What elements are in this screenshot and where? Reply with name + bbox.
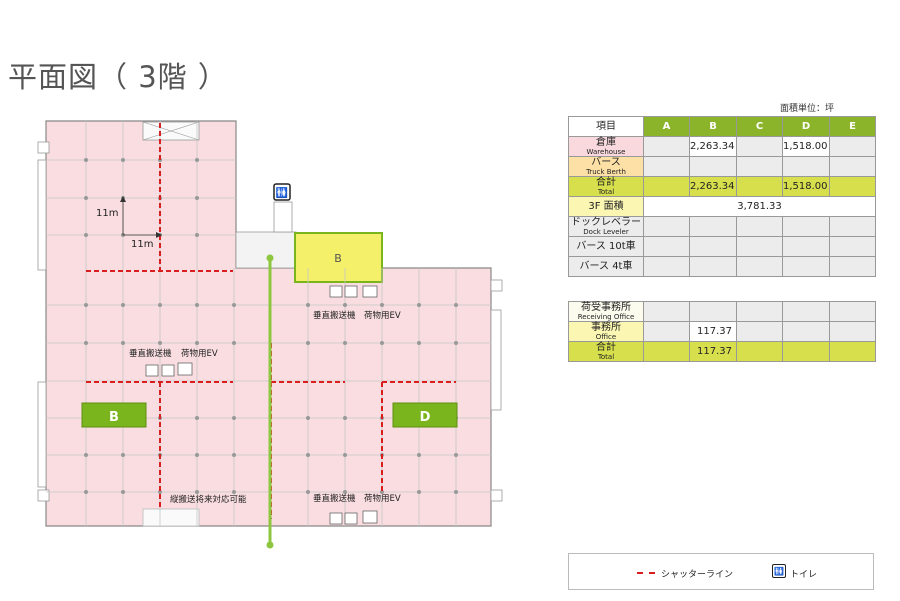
vertical-conveyor-label-bottom-right: 垂直搬送機 — [313, 493, 356, 504]
total-d-value: 1,518.00 — [782, 176, 830, 197]
zone-b-small-area — [294, 232, 383, 283]
dimension-vertical-label: 11m — [96, 208, 118, 219]
total-b-value: 2,263.34 — [689, 176, 737, 197]
page-title: 平面図（ 3階 ） — [8, 60, 228, 94]
zone-b-large-box — [81, 402, 147, 428]
equipment-bottom-right — [329, 510, 378, 525]
shutter-line-legend-label: シャッターライン — [661, 570, 734, 580]
area-unit-label: 面積単位：坪 — [780, 104, 835, 114]
toilet-core — [273, 201, 293, 233]
wall-projection-left-top — [37, 159, 47, 271]
dimension-horizontal-label: 11m — [131, 239, 153, 250]
header-d: D — [782, 116, 830, 137]
shutter-line-legend-icon — [637, 572, 655, 574]
zone-b-large-label: B — [109, 410, 119, 425]
header-a: A — [643, 116, 690, 137]
future-vertical-transport-label: 縦搬送将来対応可能 — [170, 494, 247, 505]
freight-ev-label-mid-left: 荷物用EV — [181, 348, 218, 359]
header-b: B — [689, 116, 737, 137]
row-berth-10t: バース 10t車 — [568, 236, 876, 257]
header-item: 項目 — [568, 116, 644, 137]
floor-area-value: 3,781.33 — [643, 196, 876, 217]
header-e: E — [829, 116, 876, 137]
zone-d-label: D — [420, 410, 431, 425]
legend: シャッターライン 🚻 トイレ — [568, 553, 874, 590]
vertical-conveyor-label-top-right: 垂直搬送機 — [313, 310, 356, 321]
office-total-b-value: 117.37 — [689, 341, 737, 362]
row-floor-area: 3F 面積 3,781.33 — [568, 196, 876, 217]
equipment-mid-left — [145, 362, 193, 377]
wall-projection-right — [490, 309, 502, 411]
floor-area-label: 3F 面積 — [568, 196, 644, 217]
floor-plan: 🚻 11m 11m 垂直搬送機 荷物用EV 垂直搬送機 荷物用EV 垂直搬送機 … — [37, 120, 503, 549]
zone-d-box — [392, 402, 458, 428]
vertical-conveyor-label-mid-left: 垂直搬送機 — [129, 348, 172, 359]
toilet-icon-box — [273, 183, 291, 201]
freight-ev-label-bottom-right: 荷物用EV — [364, 493, 401, 504]
office-b-value: 117.37 — [689, 321, 737, 342]
header-c: C — [736, 116, 783, 137]
core-strip — [235, 231, 297, 269]
equipment-top-right — [329, 285, 378, 298]
warehouse-b-value: 2,263.34 — [689, 136, 737, 157]
warehouse-d-value: 1,518.00 — [782, 136, 830, 157]
row-label: バース 4t車 — [568, 256, 644, 277]
row-berth-4t: バース 4t車 — [568, 256, 876, 277]
toilet-icon: 🚻 — [276, 186, 288, 199]
row-label: バース 10t車 — [568, 236, 644, 257]
wall-projection-left-bottom — [37, 381, 47, 488]
toilet-legend-icon: 🚻 — [772, 564, 786, 578]
freight-ev-label-top-right: 荷物用EV — [364, 310, 401, 321]
stair-bottom — [142, 508, 200, 527]
toilet-legend-label: トイレ — [790, 570, 818, 580]
zone-b-small-label: B — [334, 252, 342, 265]
